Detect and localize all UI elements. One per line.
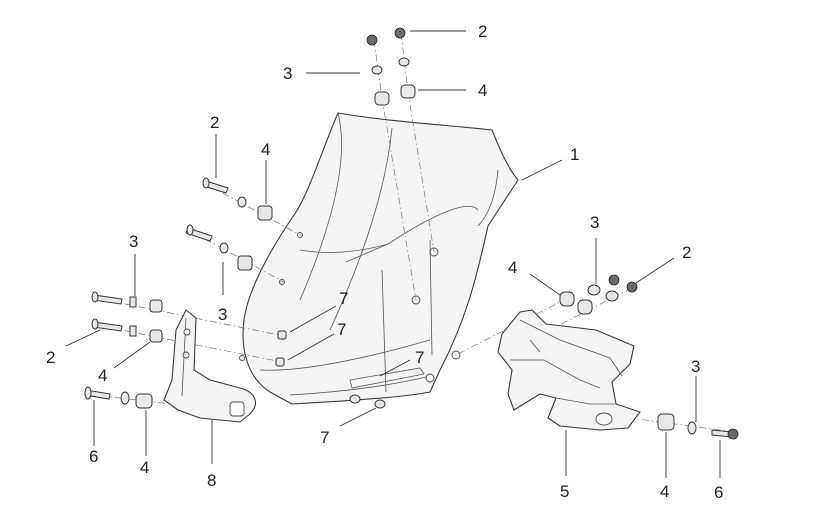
callout-5: 5 xyxy=(560,482,569,501)
callout-2-right: 2 xyxy=(682,243,691,262)
callout-7-b: 7 xyxy=(337,320,346,339)
callout-7-a: 7 xyxy=(339,289,348,308)
right-cover-part xyxy=(497,309,641,431)
callout-8: 8 xyxy=(207,471,216,490)
callout-7-c: 7 xyxy=(415,348,424,367)
callout-4-lower-right: 4 xyxy=(660,482,669,501)
callout-4-top: 4 xyxy=(478,81,487,100)
callout-4-bottom-left: 4 xyxy=(140,458,149,477)
callout-2-top: 2 xyxy=(478,22,487,41)
callout-7-d: 7 xyxy=(320,428,329,447)
callout-3-left: 3 xyxy=(129,232,138,251)
upper-left-hardware xyxy=(185,177,273,271)
callout-3-mid-left: 3 xyxy=(218,305,227,324)
top-hardware xyxy=(366,27,416,106)
callout-3-right: 3 xyxy=(590,213,599,232)
callout-3-top: 3 xyxy=(283,64,292,83)
callout-4-upper-left: 4 xyxy=(261,140,270,159)
callout-4-right: 4 xyxy=(508,258,517,277)
callout-1: 1 xyxy=(570,145,579,164)
callout-2-left: 2 xyxy=(46,348,55,367)
left-bracket-part xyxy=(163,309,256,423)
callout-6-left: 6 xyxy=(89,447,98,466)
callout-4-left: 4 xyxy=(98,366,107,385)
plug-caps xyxy=(275,330,386,409)
callout-6-lower-right: 6 xyxy=(714,483,723,502)
callout-numbers: 1 2 3 4 2 4 3 3 2 4 6 4 8 7 7 7 7 4 3 2 … xyxy=(46,22,723,502)
lower-right-hardware xyxy=(657,413,739,440)
callout-2-upper-left: 2 xyxy=(210,113,219,132)
right-upper-hardware xyxy=(559,274,638,315)
windscreen-part xyxy=(239,112,519,405)
left-hardware xyxy=(84,291,163,409)
callout-3-lower-right: 3 xyxy=(691,357,700,376)
leader-lines xyxy=(65,30,721,478)
